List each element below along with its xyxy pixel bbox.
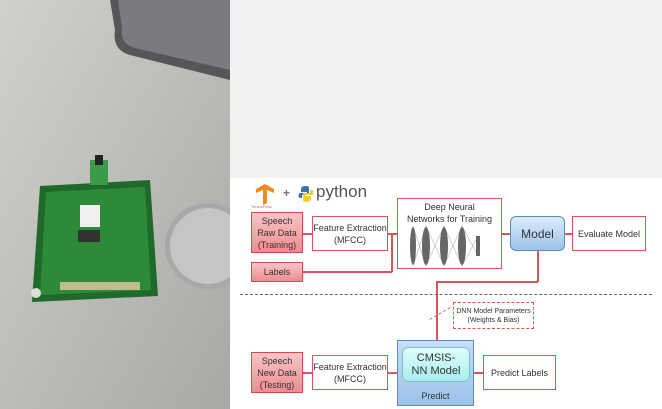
predict-label: Predict bbox=[421, 391, 450, 401]
tensorflow-label: TensorFlow bbox=[251, 204, 272, 209]
pcb-board-photo bbox=[0, 0, 230, 409]
dnn-training-box: Deep Neural Networks for Training bbox=[397, 198, 502, 269]
section-divider bbox=[240, 294, 652, 295]
cmsis-nn-model-box: CMSIS-NN Model bbox=[402, 347, 470, 382]
speech-raw-data-box: Speech Raw Data (Training) bbox=[251, 212, 303, 253]
python-label: python bbox=[316, 182, 368, 201]
evaluate-model-box: Evaluate Model bbox=[572, 216, 646, 251]
labels-box: Labels bbox=[251, 262, 303, 282]
feature-extraction-box: Feature Extraction (MFCC) bbox=[312, 216, 388, 251]
model-box: Model bbox=[510, 216, 565, 251]
plus-sign: + bbox=[283, 186, 291, 200]
python-logo-icon bbox=[298, 186, 314, 202]
neural-network-icon bbox=[410, 226, 480, 266]
speech-new-data-box: Speech New Data (Testing) bbox=[251, 352, 303, 393]
predict-labels-box: Predict Labels bbox=[483, 355, 556, 390]
tensorflow-logo-icon bbox=[256, 184, 274, 205]
note-pointer bbox=[429, 307, 451, 320]
photo-background bbox=[230, 0, 662, 178]
feature-extraction-testing-box: Feature Extraction (MFCC) bbox=[312, 355, 388, 390]
dnn-label: Deep Neural Networks for Training bbox=[406, 202, 493, 224]
dnn-parameters-note: DNN Model Parameters (Weights & Bias) bbox=[453, 302, 534, 329]
